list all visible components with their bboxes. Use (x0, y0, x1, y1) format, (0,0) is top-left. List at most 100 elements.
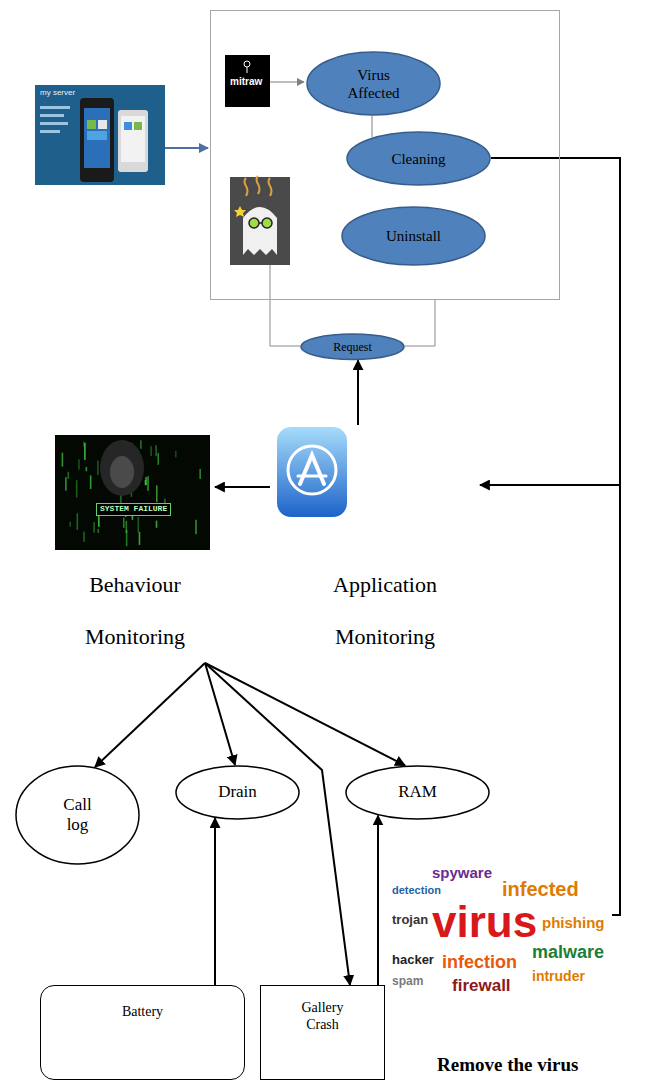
logo-figure (244, 61, 250, 67)
matrix-streak (157, 453, 159, 465)
metric-ellipse: Drain (175, 765, 300, 820)
ellipse-shape (301, 334, 404, 359)
connector (491, 158, 620, 915)
ellipse-shape (16, 766, 139, 864)
logo-arrow (270, 81, 304, 82)
matrix-streak (76, 480, 78, 497)
matrix-streak (69, 522, 71, 527)
second-phone (118, 110, 148, 172)
icon-ring (288, 446, 336, 494)
matrix-streak (93, 522, 95, 533)
cloud-word: malware (532, 943, 604, 961)
logo-text: mitraw (230, 76, 262, 87)
screen-tile (98, 120, 107, 129)
matrix-streak (199, 469, 201, 479)
ellipse-shape (176, 766, 299, 819)
matrix-streak (65, 477, 67, 491)
node-label: Battery (122, 1004, 163, 1021)
matrix-streak (147, 476, 149, 491)
matrix-streak (77, 513, 79, 530)
mitraw-logo (225, 55, 270, 107)
connector (215, 486, 270, 488)
matrix-streak (97, 460, 99, 474)
ghost-wire (270, 265, 300, 346)
icon-ground (230, 177, 290, 265)
matrix-streak (90, 475, 92, 489)
connector (372, 116, 373, 137)
connector (205, 663, 350, 985)
matrix-streak (62, 453, 64, 467)
connector (95, 663, 205, 767)
phone-screenshot (35, 85, 165, 185)
matrix-streak (150, 446, 152, 456)
cloud-word: phishing (542, 915, 605, 930)
icon-glyph (298, 475, 326, 478)
connector (405, 300, 435, 346)
icon-star (234, 206, 246, 217)
ellipse-shape (346, 766, 489, 819)
node-label: Drain (218, 782, 257, 802)
screen-tile (87, 120, 96, 129)
monitor-caption: Behaviour Monitoring (60, 559, 210, 663)
node-label: Call log (55, 795, 100, 836)
process-ellipse: Cleaning (346, 131, 491, 186)
hooded-face (100, 440, 144, 496)
matrix-streak (145, 477, 147, 485)
ellipse-shape (342, 207, 485, 265)
connector (480, 158, 620, 485)
ghost-glasses (249, 218, 259, 228)
connector (205, 663, 405, 765)
cloud-word: detection (392, 885, 441, 896)
matrix-streak (86, 467, 88, 471)
screenshot-ground (35, 85, 165, 185)
matrix-streak (195, 520, 197, 534)
matrix-streak (83, 532, 85, 542)
cloud-word: infection (442, 953, 517, 971)
icon-glyph (300, 455, 324, 484)
matrix-streaks (62, 440, 201, 546)
matrix-streak (145, 480, 147, 485)
cloud-word: hacker (392, 953, 434, 966)
request-ellipse: Request (300, 333, 405, 360)
ghost-body (243, 207, 277, 255)
phone-screen (84, 108, 110, 168)
ghost-glasses (259, 222, 262, 224)
application-monitor: Application Monitoring (270, 425, 480, 663)
source-box: Battery (40, 985, 245, 1080)
ghost-icon (230, 176, 290, 265)
connector (205, 663, 235, 765)
screen-tile (87, 131, 107, 140)
cloud-word: trojan (392, 913, 428, 926)
matrix-streak (175, 451, 177, 457)
logo-ground (225, 55, 270, 107)
matrix-streak (126, 530, 128, 546)
ellipse-shape (347, 132, 490, 185)
input-arrow (165, 147, 208, 149)
process-ellipse: Virus Affected (306, 51, 441, 116)
icon-ground (277, 427, 347, 517)
matrix-streak (156, 521, 158, 528)
menu-line (40, 130, 60, 133)
matrix-streak (67, 472, 69, 479)
ellipse-outline (306, 51, 441, 116)
second-screen (121, 116, 145, 162)
matrix-streak (97, 529, 99, 533)
matrix-streak (78, 459, 80, 469)
cloud-word: infected (502, 879, 579, 899)
screen-message: SYSTEM FAILURE (96, 503, 171, 516)
node-label: Gallery Crash (288, 1000, 358, 1034)
system-container: Virus AffectedCleaningUninstall (210, 10, 560, 300)
screen-text: my server (40, 89, 75, 98)
connector (377, 816, 379, 985)
node-label: Request (333, 340, 372, 354)
connectors (95, 116, 620, 985)
process-ellipse: Uninstall (341, 206, 486, 266)
matrix-streak (123, 518, 125, 528)
matrix-streak (155, 445, 157, 456)
phone-body (80, 98, 114, 182)
face-mask (110, 456, 134, 488)
behaviour-monitor: Behaviour Monitoring (55, 435, 215, 663)
cloud-word: Remove the virus (437, 1055, 578, 1074)
